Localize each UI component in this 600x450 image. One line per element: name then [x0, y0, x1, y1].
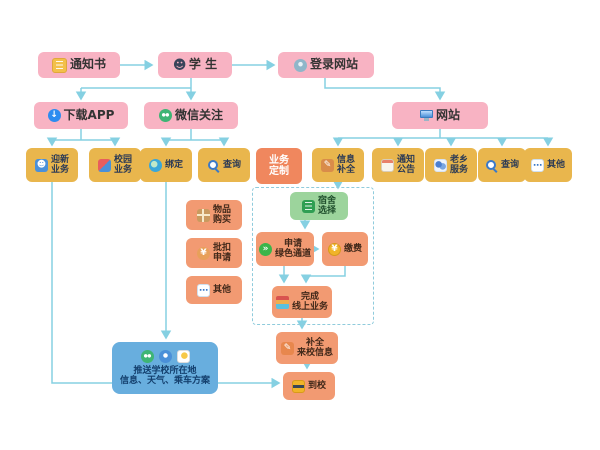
photo-icon	[176, 349, 190, 363]
node-label: 学 生	[188, 57, 218, 72]
node-label: 补全 来校信息	[296, 337, 333, 358]
node-label: 宿舍 选择	[317, 195, 336, 216]
node-welcome-business: ☻ 迎新 业务	[26, 148, 78, 182]
node-payment: ¥ 缴费	[322, 232, 368, 266]
notice-card-icon	[380, 158, 394, 172]
node-label: 申请 绿色通道	[275, 238, 312, 259]
package-icon	[196, 208, 210, 222]
node-label: 迎新 业务	[50, 154, 69, 175]
node-label: 查询	[222, 159, 241, 170]
books-icon	[275, 295, 289, 309]
node-arrive-at-school: 到校	[283, 372, 335, 400]
node-website: 网站	[392, 102, 488, 129]
node-download-app: ↓ 下载APP	[34, 102, 128, 129]
node-label: 其他	[546, 159, 565, 170]
moneybag-icon: ¥	[327, 242, 341, 256]
node-bind: 绑定	[140, 148, 192, 182]
node-label: 登录网站	[309, 57, 358, 72]
node-label: 业务 定制	[269, 154, 289, 178]
pencil-icon: ✎	[320, 158, 334, 172]
node-notice-announcements: 通知 公告	[372, 148, 424, 182]
node-label: 通知书	[69, 57, 106, 72]
welcome-icon: ☻	[34, 158, 48, 172]
globe-icon	[293, 58, 307, 72]
people-icon	[433, 158, 447, 172]
push-info-panel: 推送学校所在地 信息、天气、乘车方案	[112, 342, 218, 394]
download-icon: ↓	[47, 109, 61, 122]
search-icon	[485, 159, 498, 172]
node-label: 校园 业务	[113, 154, 132, 175]
node-login-website: 登录网站	[278, 52, 374, 78]
node-label: 老乡 服务	[449, 154, 468, 175]
chat-icon	[158, 349, 172, 363]
node-label: 完成 线上业务	[291, 291, 328, 312]
campus-icon	[97, 158, 111, 172]
dorm-cabinet-icon	[301, 199, 315, 213]
push-icon-row	[140, 349, 190, 363]
node-label: 查询	[500, 159, 519, 170]
node-label: 微信关注	[174, 107, 223, 122]
wechat-icon	[158, 109, 172, 122]
ellipsis-icon: ⋯	[530, 158, 544, 172]
bus-icon	[291, 379, 305, 393]
wechat-icon	[140, 349, 154, 363]
node-query-web: 查询	[478, 148, 526, 182]
push-info-label: 推送学校所在地 信息、天气、乘车方案	[119, 365, 210, 386]
node-label: 物品 购买	[212, 204, 231, 225]
node-item-purchase: 物品 购买	[186, 200, 242, 230]
node-label: 通知 公告	[396, 154, 415, 175]
node-label: 到校	[307, 380, 326, 391]
node-other-web: ⋯ 其他	[524, 148, 572, 182]
pencil-icon: ✎	[280, 341, 294, 355]
node-label: 其他	[212, 284, 231, 295]
node-label: 批扣 申请	[212, 242, 231, 263]
node-hometown-service: 老乡 服务	[425, 148, 477, 182]
student-icon: ☻	[172, 57, 187, 73]
node-batch-deduction: ¥ 批扣 申请	[186, 238, 242, 268]
monitor-icon	[419, 109, 433, 122]
node-label: 网站	[435, 107, 460, 122]
node-student: ☻ 学 生	[158, 52, 232, 78]
node-label: 缴费	[343, 243, 362, 254]
node-other-left: ⋯ 其他	[186, 276, 242, 304]
node-green-channel: » 申请 绿色通道	[256, 232, 314, 266]
online-business-group	[252, 187, 374, 325]
document-icon	[51, 57, 67, 73]
node-info-completion: ✎ 信息 补全	[312, 148, 364, 182]
node-wechat-follow: 微信关注	[144, 102, 238, 129]
node-label: 下载APP	[63, 107, 115, 122]
node-campus-business: 校园 业务	[89, 148, 141, 182]
search-icon	[207, 159, 220, 172]
ellipsis-icon: ⋯	[196, 283, 210, 297]
bind-globe-icon	[148, 158, 162, 172]
node-label: 绑定	[164, 159, 183, 170]
node-dorm-selection: 宿舍 选择	[290, 192, 348, 220]
node-complete-arrival-info: ✎ 补全 来校信息	[276, 332, 338, 364]
node-business-customization: 业务 定制	[256, 148, 302, 184]
node-notification-letter: 通知书	[38, 52, 120, 78]
node-query-wechat: 查询	[198, 148, 250, 182]
green-channel-icon: »	[259, 242, 272, 256]
node-label: 信息 补全	[336, 154, 355, 175]
yen-icon: ¥	[196, 246, 210, 260]
node-finish-online-business: 完成 线上业务	[272, 286, 332, 318]
